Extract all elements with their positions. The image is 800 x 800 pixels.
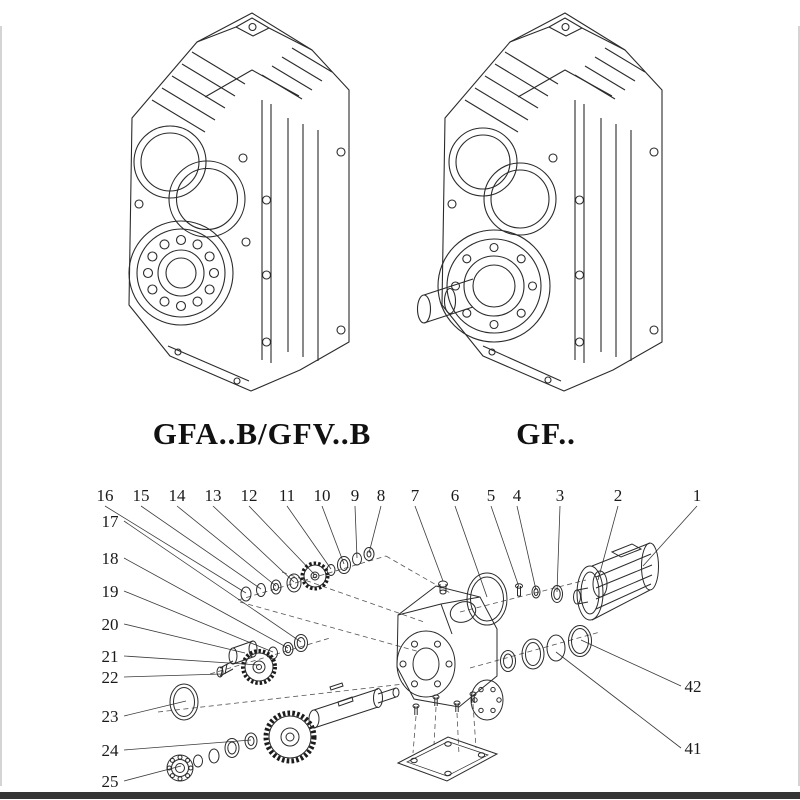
part-output-gear-assembly [166, 710, 317, 782]
part-motor [573, 542, 659, 621]
part-callout-11: 11 [279, 486, 295, 505]
callout-numbers: 16 15 14 13 12 11 10 9 8 7 6 5 4 3 2 1 1… [97, 486, 702, 791]
page-edge-left [0, 26, 2, 786]
exploded-parts [166, 542, 659, 782]
roof-ridges [196, 26, 313, 98]
side-bolts [574, 147, 659, 347]
cover-bolts [412, 691, 477, 715]
part-output-shaft [308, 682, 400, 729]
side-bolts [261, 147, 346, 347]
part-callout-21: 21 [102, 647, 119, 666]
page-edge-bottom [0, 792, 800, 799]
eyebolt-hole [561, 22, 570, 32]
part-callout-14: 14 [169, 486, 187, 505]
part-callout-25: 25 [102, 772, 119, 791]
part-callout-24: 24 [102, 741, 120, 760]
part-intermediate-gear-assembly [216, 634, 308, 685]
cooling-ribs-left [464, 51, 559, 133]
mounting-foot [167, 345, 250, 385]
housing-silhouette [128, 12, 350, 392]
part-callout-4: 4 [513, 486, 522, 505]
model-label-gfab: GFA..B/GFV..B [152, 416, 372, 451]
part-callout-8: 8 [377, 486, 386, 505]
part-callout-2: 2 [614, 486, 623, 505]
part-callout-7: 7 [411, 486, 420, 505]
leader-lines [104, 505, 698, 782]
part-oil-seal [169, 683, 199, 721]
part-callout-6: 6 [451, 486, 460, 505]
eyebolt-hole [248, 22, 257, 32]
part-callout-9: 9 [351, 486, 360, 505]
part-callout-1: 1 [693, 486, 702, 505]
part-callout-18: 18 [102, 549, 119, 568]
housing-silhouette [441, 12, 663, 392]
input-bores [133, 125, 251, 247]
part-callout-20: 20 [102, 615, 119, 634]
part-callout-3: 3 [556, 486, 565, 505]
part-input-shaft-assembly [240, 547, 375, 602]
gearbox-drawing-gfab [128, 12, 350, 392]
product-drawings [128, 12, 663, 392]
part-callout-12: 12 [241, 486, 258, 505]
part-callout-23: 23 [102, 707, 119, 726]
output-shaft [416, 278, 474, 324]
cooling-ribs-left [151, 51, 246, 133]
part-retaining-rings [500, 625, 592, 672]
part-housing [396, 585, 498, 708]
exploded-diagram: 16 15 14 13 12 11 10 9 8 7 6 5 4 3 2 1 1… [97, 486, 702, 791]
assembly-axes [157, 555, 601, 756]
part-callout-15: 15 [133, 486, 150, 505]
part-callout-22: 22 [102, 668, 119, 687]
part-callout-17: 17 [102, 512, 120, 531]
part-callout-16: 16 [97, 486, 114, 505]
gearbox-drawing-gf [416, 12, 663, 392]
side-ribs [261, 100, 319, 363]
output-flange [437, 229, 551, 343]
part-callout-42: 42 [685, 677, 702, 696]
output-bearing [128, 220, 234, 326]
side-ribs [574, 100, 632, 363]
model-label-gf: GF.. [516, 416, 576, 451]
part-base-plate [396, 691, 499, 782]
part-callout-19: 19 [102, 582, 119, 601]
roof-ridges [509, 26, 626, 98]
cooling-ribs-right [574, 47, 646, 100]
part-callout-41: 41 [685, 739, 702, 758]
input-bores [447, 127, 558, 236]
part-key [329, 682, 344, 691]
part-callout-13: 13 [205, 486, 222, 505]
part-callout-5: 5 [487, 486, 496, 505]
part-output-cover-flange [470, 679, 504, 721]
part-bolt-and-washers [515, 583, 563, 603]
mounting-foot [482, 345, 562, 384]
page-edge-right [798, 26, 800, 786]
part-callout-10: 10 [314, 486, 331, 505]
cooling-ribs-right [261, 47, 333, 100]
